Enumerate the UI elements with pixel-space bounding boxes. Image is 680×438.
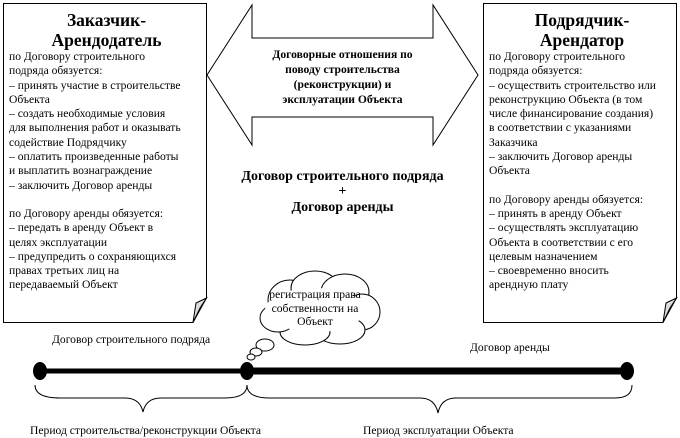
obligation-line: целевым назначением	[489, 249, 598, 263]
obligation-line: – осуществлять эксплуатацию	[489, 221, 639, 235]
lease-contract-title: Договор аренды	[291, 200, 394, 215]
obligation-line: реконструкцию Объекта (в том	[489, 92, 643, 106]
right-party-box	[483, 3, 677, 323]
obligation-line: – передать в аренду Объект в	[9, 221, 154, 235]
timeline-start-point	[33, 362, 47, 380]
obligation-line: арендную плату	[489, 278, 569, 292]
right-party-panel: Подрядчик-Арендатор по Договору строител…	[489, 10, 675, 293]
heading-line: по Договору строительного	[9, 50, 146, 63]
cloud-text-line: регистрация права	[269, 288, 361, 301]
left-party-box	[3, 3, 207, 323]
construction-contract-label: Договор строительного подряда	[52, 333, 211, 346]
arrow-caption-line: Договорные отношения по	[272, 48, 413, 61]
obligation-line: числе финансирование создания)	[489, 107, 654, 121]
obligation-line: – осуществить строительство или	[489, 78, 657, 92]
obligation-line: для выполнения работ и оказывать	[9, 121, 181, 135]
obligation-line: Заказчика	[489, 135, 538, 149]
cloud-text-line: Объект	[297, 315, 333, 328]
right-box-fold	[662, 296, 678, 323]
heading-line: подряда обязуется:	[9, 64, 103, 78]
heading-line: по Договору аренды обязуется:	[489, 192, 644, 206]
title-line: Арендодатель	[51, 30, 162, 50]
obligation-line: Объекта	[9, 92, 50, 106]
obligation-line: – принять участие в строительстве	[9, 78, 181, 92]
arrow-caption-line: поводу строительства	[285, 63, 400, 76]
cloud-shape	[246, 270, 381, 361]
obligation-line: – своевременно вносить	[489, 264, 609, 278]
lease-contract-label: Договор аренды	[470, 341, 550, 354]
obligation-line: правах третьих лиц на	[9, 264, 120, 278]
obligation-line: – предупредить о сохраняющихся	[9, 249, 177, 263]
operation-period-label: Период эксплуатации Объекта	[363, 424, 514, 437]
left-party-panel: Заказчик-Арендодатель по Договору строит…	[9, 10, 204, 293]
construction-contract-title: Договор строительного подряда	[241, 169, 444, 184]
construction-period-brace	[34, 384, 248, 413]
cloud-text-line: собственности на	[271, 301, 359, 315]
obligation-line: целях эксплуатации	[9, 235, 108, 249]
heading-line: по Договору строительного	[489, 50, 626, 63]
double-arrow	[206, 3, 479, 147]
obligation-line: – создать необходимые условия	[9, 107, 166, 121]
obligation-line: передаваемый Объект	[9, 278, 118, 292]
title-line: Заказчик-	[66, 10, 147, 30]
obligation-line: – принять в аренду Объект	[489, 206, 622, 220]
heading-line: подряда обязуется:	[489, 64, 583, 78]
obligation-line: и выплатить вознаграждение	[9, 164, 153, 178]
heading-line: по Договору аренды обязуется:	[9, 206, 164, 220]
title-line: Подрядчик-	[534, 10, 630, 30]
obligation-line: Объекта	[489, 164, 530, 178]
left-party-title: Заказчик-Арендодатель	[9, 10, 204, 50]
title-line: Арендатор	[539, 30, 625, 50]
contracts-summary: Договор строительного подряда + Договор …	[210, 167, 475, 217]
construction-period-label: Период строительства/реконструкции Объек…	[30, 424, 262, 437]
arrow-caption-line: (реконструкции) и	[293, 78, 392, 91]
obligation-line: – заключить Договор аренды	[489, 150, 633, 164]
timeline-end-point	[620, 362, 634, 380]
obligation-line: в соответствии с указаниями	[489, 121, 632, 135]
arrow-caption: Договорные отношения по поводу строитель…	[240, 47, 445, 107]
obligation-line: – заключить Договор аренды	[9, 178, 153, 192]
left-box-fold	[192, 296, 208, 323]
obligation-line: – оплатить произведенные работы	[9, 150, 179, 164]
timeline-registration-point	[240, 362, 254, 380]
obligation-line: содействие Подрядчику	[9, 135, 127, 149]
cloud-text: регистрация права собственности на Объек…	[265, 288, 365, 329]
plus-sign: +	[338, 184, 347, 199]
arrow-caption-line: эксплуатации Объекта	[282, 93, 403, 106]
operation-period-brace	[246, 384, 633, 414]
obligation-line: Объекта в соответствии с его	[489, 235, 634, 249]
right-party-title: Подрядчик-Арендатор	[489, 10, 675, 50]
